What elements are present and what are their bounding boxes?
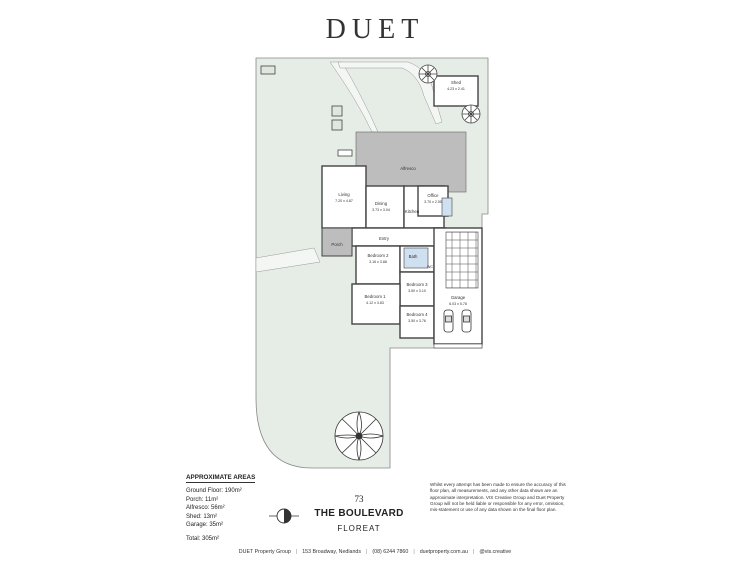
office-label: Office [427,193,439,198]
shed-label: Shed [451,80,462,85]
car-2 [461,309,472,333]
alfresco-label: Alfresco [400,166,416,171]
front-path [255,247,321,273]
bedroom4-dims: 3.50 x 3.76 [408,319,426,323]
brand-logo: DUET [325,14,425,45]
alfresco-paving [355,131,467,193]
office-wet-area [441,197,453,217]
office-dims: 3.70 x 2.55 [424,200,442,204]
garage-dims: 6.03 x 5.78 [449,302,467,306]
footer-social: @vis.creative [479,549,512,555]
dining-room [365,185,405,229]
suburb-name: FLOREAT [337,524,381,533]
area-item: Shed: 13m² [186,513,218,520]
planter-2 [331,119,343,131]
wc-label: WC [427,265,433,269]
area-item: Ground Floor: 190m² [186,488,242,495]
area-item: Garage: 35m² [186,522,224,529]
bedroom3-label: Bedroom 3 [406,282,428,287]
entry-label: Entry [379,236,390,241]
living-dims: 7.20 x 4.87 [335,199,353,203]
street-number: 73 [354,494,364,504]
floor-plan-sheet: DUET Shed 4.23 x 2.41 [172,0,578,562]
footer-address: 153 Broadway, Nedlands [302,549,361,555]
shed [433,75,479,107]
car-1 [443,309,454,333]
area-item: Porch: 11m² [186,496,219,503]
bedroom2-label: Bedroom 2 [367,253,389,258]
areas-heading: APPROXIMATE AREAS [186,474,256,484]
footer-company: DUET Property Group [238,549,291,555]
planter-3 [260,65,276,75]
bedroom-2 [355,245,401,285]
approximate-areas: APPROXIMATE AREAS Ground Floor: 190m² Po… [186,474,256,544]
footer: DUET Property Group|153 Broadway, Nedlan… [238,549,512,555]
bedroom4-label: Bedroom 4 [406,312,428,317]
garage-paving [445,231,479,289]
area-item: Alfresco: 56m² [186,505,225,512]
porch-label: Porch [331,242,343,247]
rear-path-2 [337,61,443,125]
street-name: THE BOULEVARD [314,508,404,519]
dining-label: Dining [375,201,388,206]
tree-rear-1 [418,64,438,84]
bath-label: Bath [409,254,418,259]
bedroom1-dims: 4.12 x 3.83 [366,301,384,305]
footer-phone: (08) 6244 7860 [372,549,409,555]
garage-label: Garage [451,295,466,300]
tree-rear-2 [461,104,481,124]
shed-dims: 4.23 x 2.41 [447,87,465,91]
driveway [433,343,483,349]
north-arrow-icon [269,508,299,524]
bedroom1-label: Bedroom 1 [364,294,386,299]
bedroom3-dims: 3.50 x 3.10 [408,289,426,293]
planter-4 [337,149,353,157]
planter-1 [331,105,343,117]
kitchen-label: Kitchen [405,209,420,214]
tree-front [334,411,384,461]
living-label: Living [338,192,350,197]
floor-plan-drawing: Shed 4.23 x 2.41 [255,57,489,469]
bedroom-1 [351,283,401,325]
bath-wet-area [403,247,429,269]
entry-hall [351,227,447,247]
porch [321,227,353,257]
living-room [321,165,367,229]
footer-website: duetproperty.com.au [419,549,468,555]
bedroom2-dims: 3.16 x 3.88 [369,260,387,264]
dining-dims: 3.73 x 3.04 [372,208,390,212]
disclaimer-text: Whilst every attempt has been made to en… [430,482,566,513]
area-total: Total: 305m² [186,536,220,543]
bedroom-3 [399,271,435,307]
